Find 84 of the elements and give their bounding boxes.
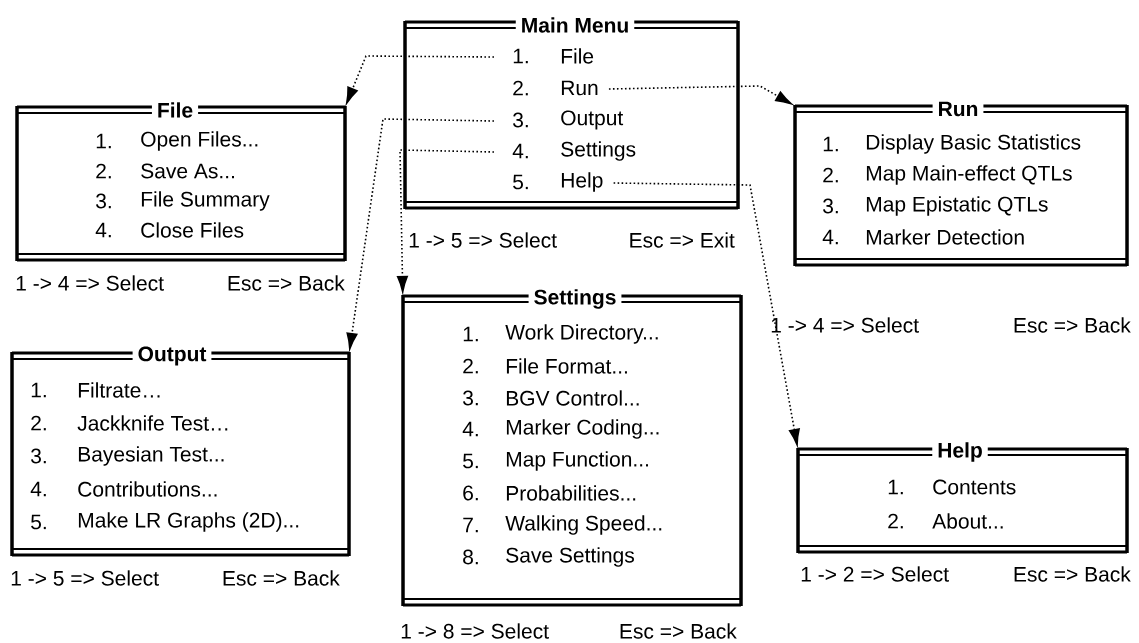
node-label: Help [561, 172, 603, 192]
key-hint: 1 -> 8 => Select [401, 623, 549, 639]
node-label: Save As... [141, 163, 234, 179]
node-label: About... [932, 513, 1003, 529]
node-label: Help [938, 442, 982, 462]
menu-box: Help 1. Contents 2. About... [796, 441, 1129, 554]
node-label: File [158, 102, 193, 118]
arrow [346, 118, 495, 350]
key-hint: Esc => Back [223, 570, 340, 586]
node-label: Probabilities... [506, 485, 636, 501]
node-label: 1. [463, 326, 478, 342]
menu-box: Run 1. Display Basic Statistics 2. Map Main-effect QTLs 3. Map Epistatic QTLs 4. Marker Detection [793, 100, 1129, 267]
key-hint: Esc => Back [228, 275, 345, 291]
node-label: 7. [463, 517, 478, 533]
arrow [612, 182, 800, 446]
node-label: 8. [463, 549, 478, 565]
node-label: 4. [30, 481, 46, 497]
node-label: Run [939, 101, 978, 117]
node-label: 4. [822, 229, 838, 245]
node-label: Open Files... [141, 131, 258, 151]
node-label: Filtrate… [78, 382, 160, 398]
node-label: 3. [463, 390, 478, 406]
node-label: File Format... [506, 358, 627, 374]
node-label: 3. [96, 193, 111, 209]
node-label: Main Menu [522, 17, 628, 33]
node-label: 4. [95, 222, 111, 238]
node-label: Output [561, 110, 624, 130]
node-label: Map Main-effect QTLs [866, 165, 1072, 185]
node-label: 2. [888, 513, 903, 529]
node-label: Close Files [141, 222, 244, 238]
node-label: 2. [31, 415, 46, 431]
node-label: 3. [513, 112, 528, 128]
node-label: 4. [512, 143, 528, 159]
node-label: Jackknife Test… [77, 415, 228, 431]
node-label: Settings [534, 289, 616, 309]
node-label: File [561, 48, 594, 64]
node-label: 5. [513, 174, 528, 190]
node-label: Marker Coding... [506, 419, 659, 439]
key-hint: 1 -> 4 => Select [771, 317, 919, 333]
key-hint: 1 -> 4 => Select [16, 275, 164, 291]
node-label: 2. [513, 80, 528, 96]
node-label: Map Epistatic QTLs [866, 196, 1048, 216]
node-label: Bayesian Test... [78, 446, 224, 466]
node-label: Run [561, 80, 598, 96]
node-label: Marker Detection [866, 229, 1024, 245]
node-label: 1. [513, 48, 528, 64]
node-label: 2. [823, 167, 838, 183]
key-hint: Esc => Exit [630, 232, 735, 248]
node-label: 3. [31, 448, 46, 464]
node-label: BGV Control... [506, 390, 639, 406]
node-label: 2. [463, 358, 478, 374]
node-label: Make LR Graphs (2D)... [78, 512, 299, 532]
node-label: 3. [823, 198, 838, 214]
node-label: 6. [463, 485, 478, 501]
node-label: Save Settings [506, 547, 634, 567]
key-hint: 1 -> 5 => Select [409, 232, 557, 248]
node-label: 5. [463, 453, 478, 469]
node-label: 1. [31, 382, 46, 398]
node-label: Walking Speed... [505, 515, 662, 535]
node-label: Contents [933, 479, 1016, 495]
key-hint: 1 -> 5 => Select [11, 570, 159, 586]
menu-box: Settings 1. Work Directory... 2. File Format... 3. BGV Control... 4. Marker Coding... 5. Map Function... 6. Probabilities... 7. Walking Speed... 8. Save Settings [401, 288, 743, 607]
key-hint: Esc => Back [620, 623, 737, 639]
node-label: Settings [561, 141, 636, 161]
node-label: 5. [31, 514, 46, 530]
menu-box: File 1. Open Files... 2. Save As... 3. File Summary 4. Close Files [15, 101, 347, 262]
key-hint: Esc => Back [1014, 566, 1131, 582]
node-label: Display Basic Statistics [866, 134, 1081, 154]
node-label: 1. [96, 133, 111, 149]
node-label: Contributions... [78, 481, 217, 497]
node-label: Map Function... [506, 451, 648, 471]
menu-box: Main Menu 1. File 2. Run 3. Output 4. Settings 5. Help [403, 16, 740, 210]
key-hint: 1 -> 2 => Select [801, 566, 949, 582]
node-label: 1. [888, 479, 903, 495]
key-hint: Esc => Back [1014, 317, 1131, 333]
node-label: File Summary [141, 191, 270, 211]
menu-box: Output 1. Filtrate… 2. Jackknife Test… 3. Bayesian Test... 4. Contributions... 5. Make LR Graphs (2D)... [10, 345, 351, 557]
node-label: Work Directory... [505, 324, 658, 344]
arrow [608, 85, 793, 105]
node-label: 4. [462, 421, 478, 437]
arrow [345, 55, 495, 104]
node-label: Output [138, 346, 207, 366]
node-label: 1. [823, 136, 838, 152]
node-label: 2. [96, 163, 111, 179]
